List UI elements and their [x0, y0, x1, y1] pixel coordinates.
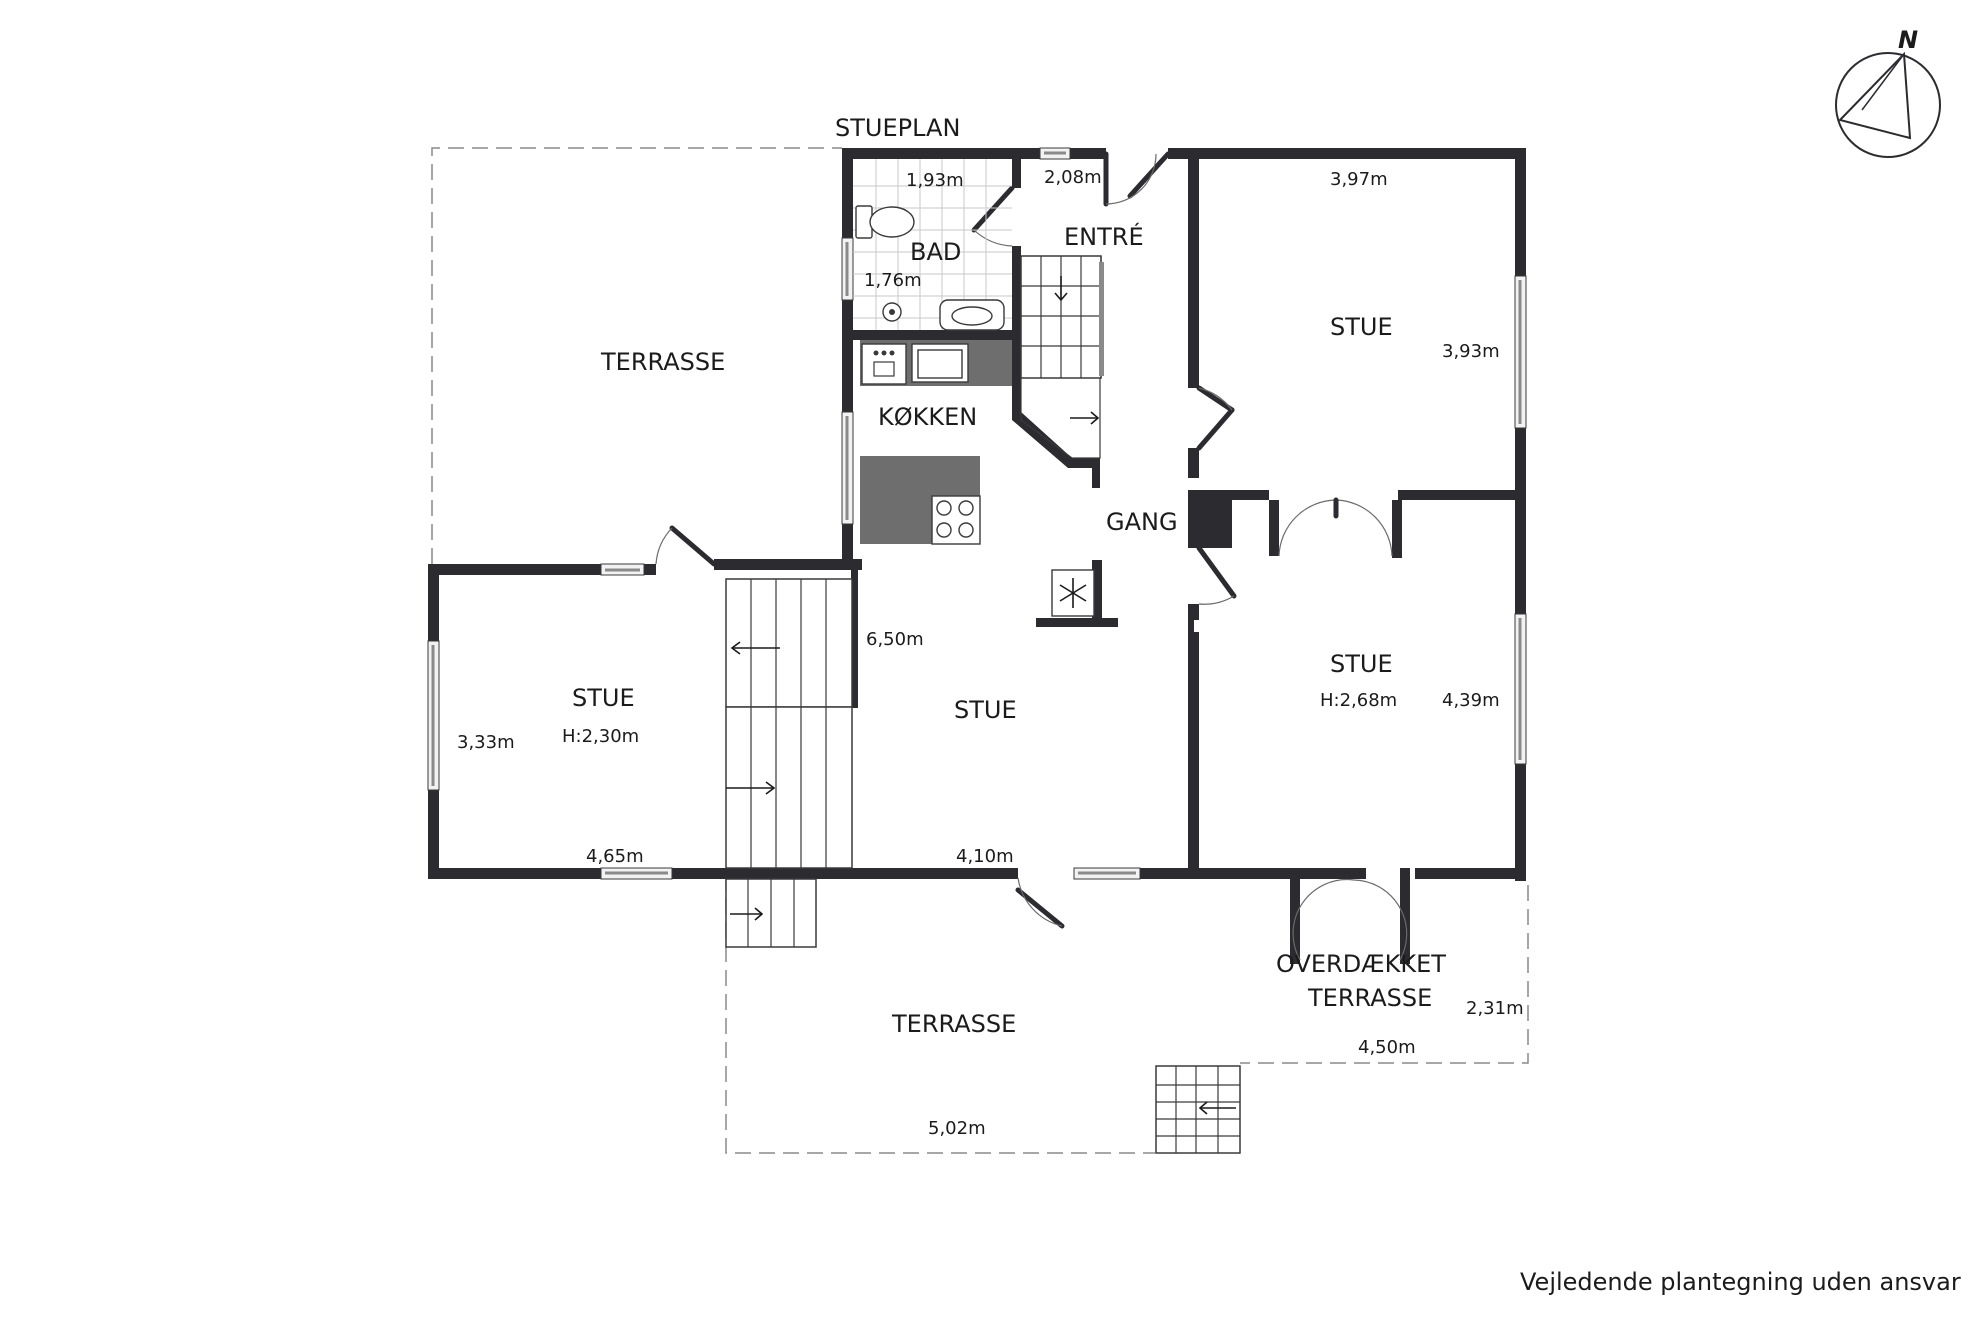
- room-height-stue-west: H:2,30m: [562, 726, 639, 747]
- double-door-stue: [1278, 497, 1393, 557]
- dishwasher-icon: [873, 350, 895, 377]
- door-bad: [971, 185, 1015, 247]
- stove-icon: [936, 500, 974, 538]
- dimension-entre-width: 2,08m: [1044, 167, 1102, 188]
- terrace-outline-south: [725, 874, 1529, 1154]
- room-height-stue-se: H:2,68m: [1320, 690, 1397, 711]
- compass-icon: [1835, 51, 1941, 158]
- dimension-stue-center-depth: 6,50m: [866, 629, 924, 650]
- shower-icon: [882, 302, 902, 322]
- walls: [428, 148, 1526, 964]
- room-label-terrasse-south: TERRASSE: [891, 1010, 1016, 1038]
- door-west-terrace: [655, 525, 717, 567]
- disclaimer-text: Vejledende plantegning uden ansvar: [1520, 1268, 1961, 1296]
- windows: [427, 147, 1527, 880]
- stair-west-upper: [725, 578, 853, 708]
- dimension-stue-west-width: 4,65m: [586, 846, 644, 867]
- door-stue-ne: [1196, 385, 1235, 451]
- room-label-koekken: KØKKEN: [878, 403, 977, 431]
- dimension-stue-west-depth: 3,33m: [457, 732, 515, 753]
- room-label-stue-west: STUE: [572, 684, 635, 712]
- room-label-bad: BAD: [910, 238, 961, 266]
- room-label-terrasse-west: TERRASSE: [600, 348, 725, 376]
- bath-sink-icon: [939, 299, 1005, 331]
- dimension-covered-terrace-depth: 2,31m: [1466, 998, 1524, 1019]
- room-label-entre: ENTRÉ: [1064, 222, 1144, 251]
- stair-entre: [1020, 255, 1104, 459]
- door-south-stue: [1015, 877, 1065, 929]
- compass-north-label: N: [1898, 26, 1918, 54]
- dimension-stue-center-width: 4,10m: [956, 846, 1014, 867]
- door-stue-se: [1196, 545, 1237, 605]
- room-label-covered-terrace-1: OVERDÆKKET: [1276, 950, 1446, 978]
- kitchen-counter-top: [860, 340, 1012, 386]
- dimension-covered-terrace-width: 4,50m: [1358, 1037, 1416, 1058]
- dimension-stue-se-depth: 4,39m: [1442, 690, 1500, 711]
- double-door-covered-terrace: [1292, 878, 1408, 961]
- dimension-terrasse-south-width: 5,02m: [928, 1118, 986, 1139]
- freezer-icon: [1051, 569, 1095, 617]
- stair-south-exterior: [725, 878, 817, 948]
- dimension-stue-ne-width: 3,97m: [1330, 169, 1388, 190]
- dimension-bad-width: 1,93m: [906, 170, 964, 191]
- terrace-outline-west: [431, 147, 842, 564]
- room-label-covered-terrace-2: TERRASSE: [1307, 984, 1432, 1012]
- bathroom-tiles: [853, 159, 1012, 330]
- room-label-gang: GANG: [1106, 508, 1178, 536]
- toilet-icon: [855, 205, 915, 239]
- dimension-stue-ne-depth: 3,93m: [1442, 341, 1500, 362]
- door-entre: [1103, 151, 1171, 207]
- floor-title: STUEPLAN: [835, 114, 960, 142]
- room-label-stue-center: STUE: [954, 696, 1017, 724]
- stair-west-lower: [725, 706, 853, 869]
- stair-garden: [1155, 1065, 1241, 1154]
- room-label-stue-ne: STUE: [1330, 313, 1393, 341]
- room-label-stue-se: STUE: [1330, 650, 1393, 678]
- dimension-bad-depth: 1,76m: [864, 270, 922, 291]
